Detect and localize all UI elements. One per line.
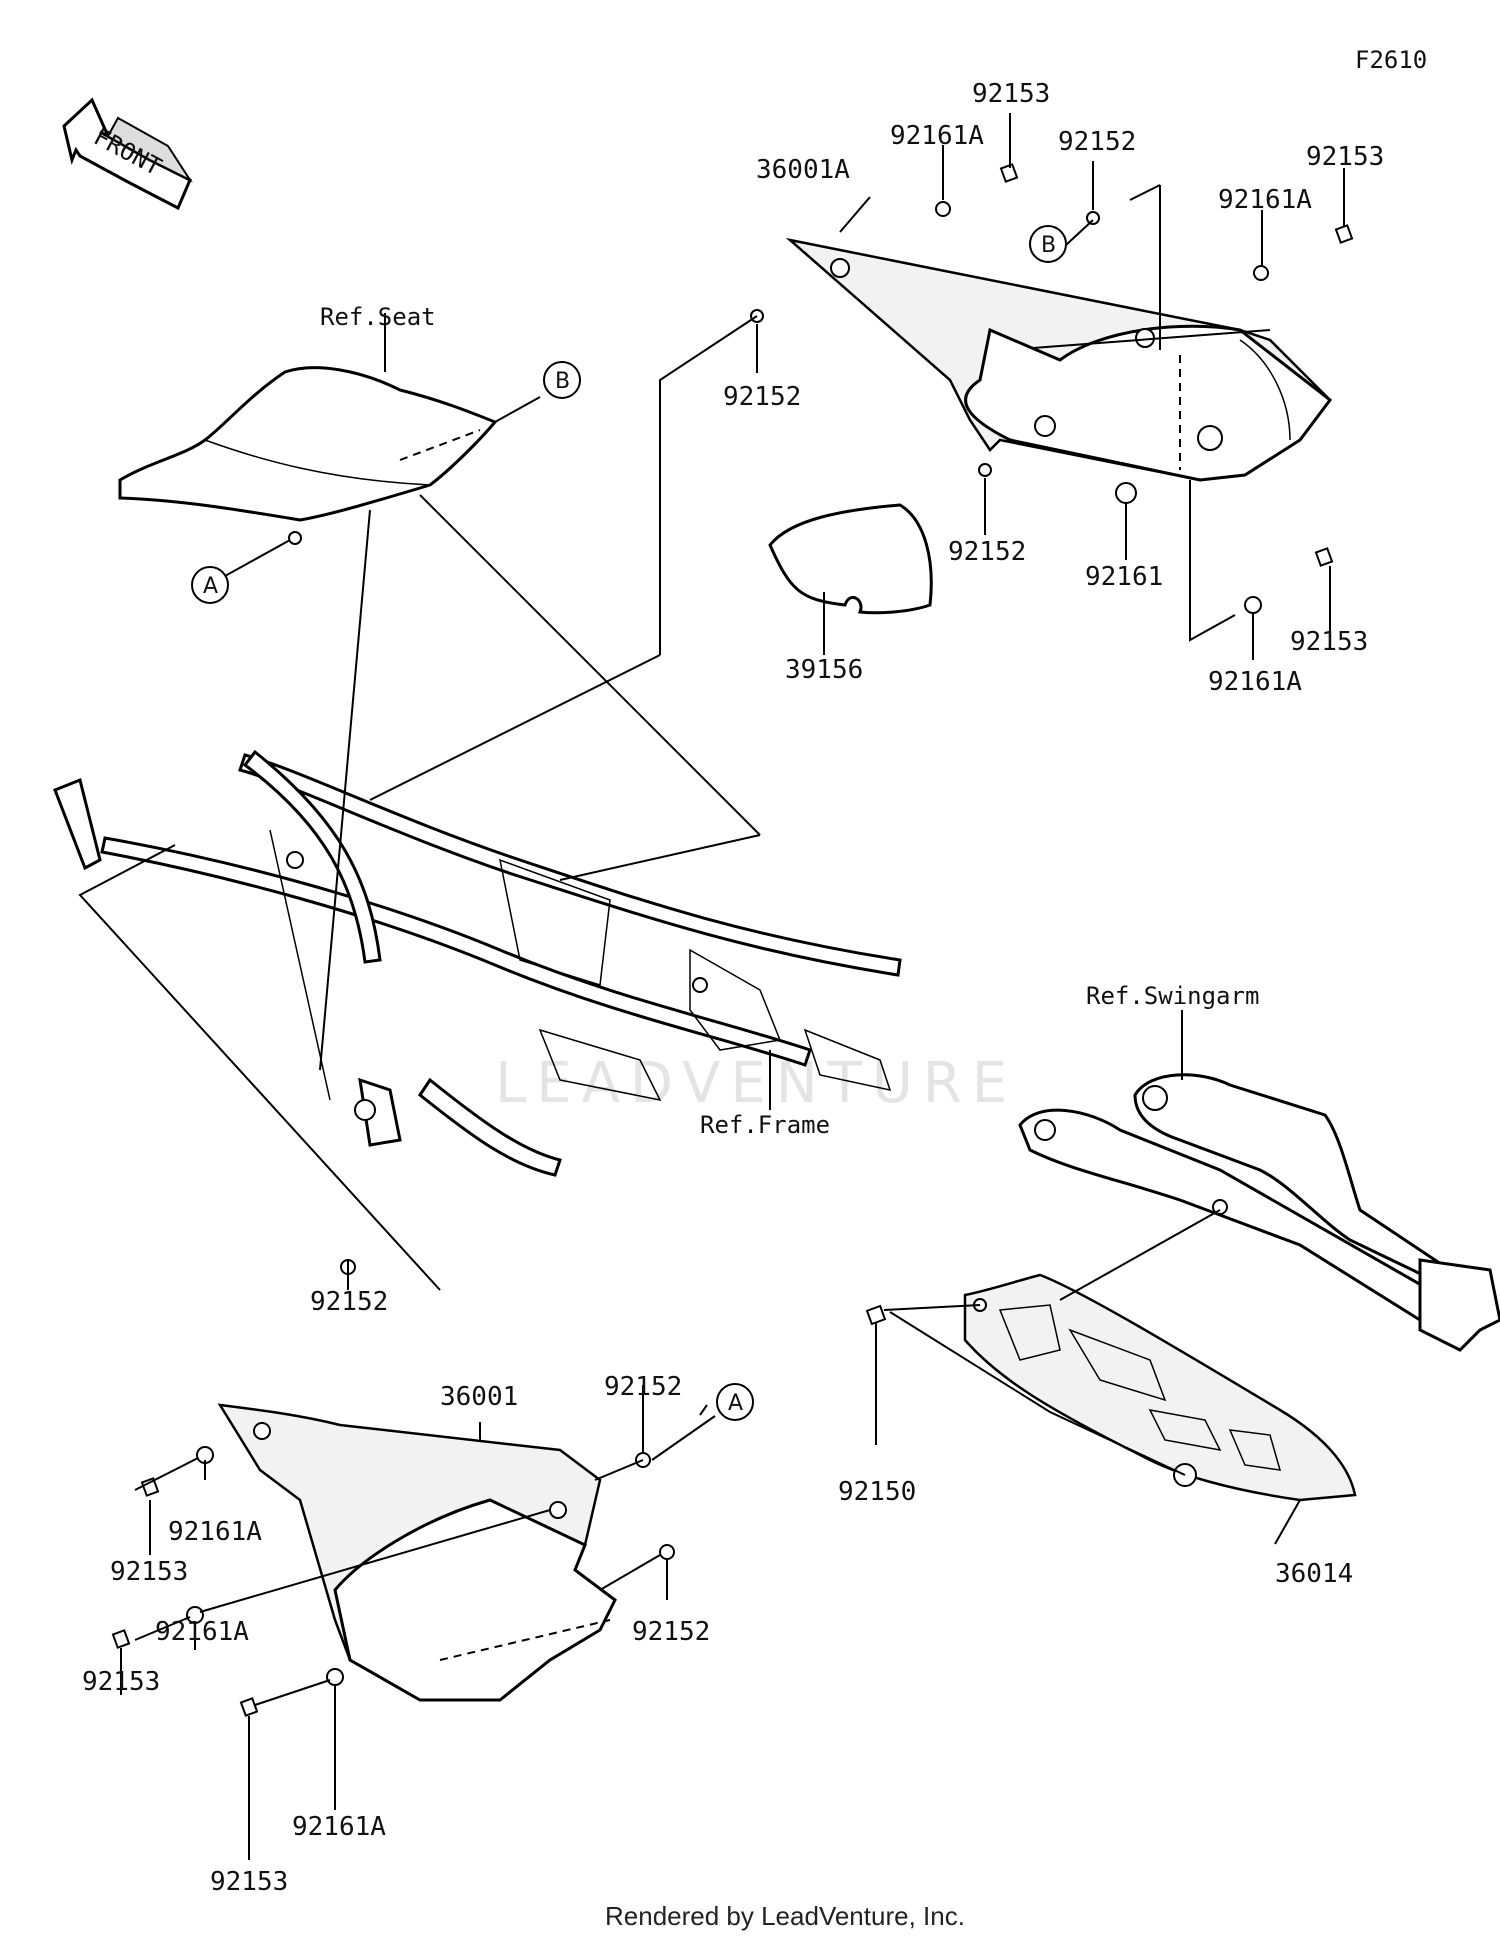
chain-guard-36014-illustration [963,1273,1357,1502]
part-label: 36001 [440,1382,518,1412]
part-label: 92153 [972,79,1050,109]
frame-illustration [53,749,902,1177]
seat-illustration [118,366,498,545]
part-label: 92161A [890,121,984,151]
ref-seat-label: Ref.Seat [320,303,436,331]
part-label: 92161 [1085,562,1163,592]
callout-b-letter: B [555,369,570,394]
callout-b-cover: B [1029,225,1067,263]
part-label: 92152 [310,1287,388,1317]
callout-a-cover: A [716,1383,754,1421]
part-label: 92161A [1218,185,1312,215]
callout-a-seat: A [191,566,229,604]
part-label: 39156 [785,655,863,685]
part-label: 92153 [210,1867,288,1897]
footer-credit: Rendered by LeadVenture, Inc. [605,1901,965,1931]
callout-b-letter-2: B [1041,233,1056,258]
ref-swingarm-label: Ref.Swingarm [1086,982,1259,1010]
part-label: 92161A [155,1617,249,1647]
part-label: 92153 [1290,627,1368,657]
plate-39156-illustration [768,503,933,615]
part-label: 92153 [82,1667,160,1697]
part-label: 92150 [838,1477,916,1507]
part-label: 92152 [723,382,801,412]
part-label: 92152 [948,537,1026,567]
swingarm-illustration [1018,1073,1500,1352]
part-label: 92153 [1306,142,1384,172]
ref-frame-label: Ref.Frame [700,1111,830,1139]
side-cover-36001-illustration [217,1403,617,1702]
part-label: 92161A [292,1812,386,1842]
callout-a-letter-2: A [728,1391,743,1416]
callout-a-letter: A [203,574,218,599]
part-label: 92152 [632,1617,710,1647]
front-arrow-icon: FRONT [62,97,193,211]
callout-b-seat: B [543,361,581,399]
leader-lines [78,113,1345,1860]
side-cover-36001a-illustration [785,237,1333,482]
part-label: 92152 [1058,127,1136,157]
part-label: 92153 [110,1557,188,1587]
part-label: 92161A [1208,667,1302,697]
part-label: 92161A [168,1517,262,1547]
part-label: 36014 [1275,1559,1353,1589]
watermark: LEADVENTURE [495,1051,1017,1116]
diagram-code: F2610 [1355,46,1427,74]
part-label: 92152 [604,1372,682,1402]
part-label: 36001A [756,155,850,185]
